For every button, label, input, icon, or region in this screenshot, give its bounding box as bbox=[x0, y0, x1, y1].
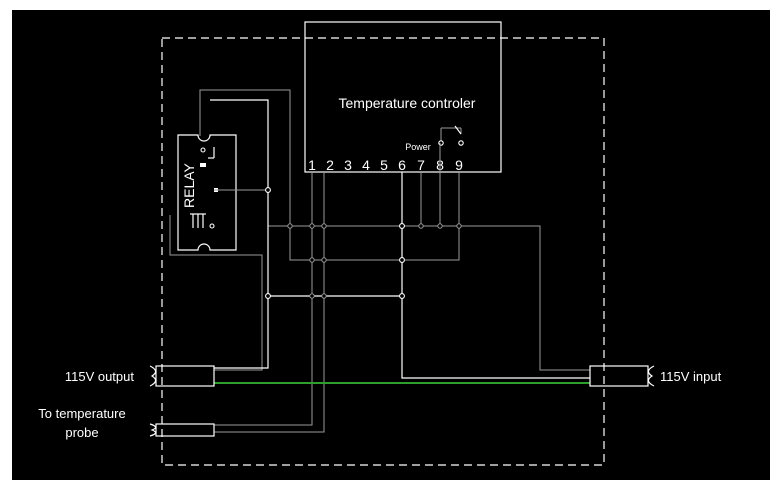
relay-label: RELAY bbox=[181, 162, 197, 208]
junction-node bbox=[418, 223, 424, 229]
input-plug bbox=[589, 365, 649, 387]
power-contact-8 bbox=[438, 140, 444, 146]
junction-node bbox=[309, 293, 315, 299]
output-cable-break bbox=[149, 365, 157, 387]
wire-relay-common bbox=[210, 99, 402, 297]
wire-common-to-output bbox=[214, 296, 269, 369]
power-contact-9 bbox=[458, 140, 464, 146]
terminal-9: 9 bbox=[455, 157, 463, 173]
junctions bbox=[265, 187, 462, 299]
relay: RELAY bbox=[177, 134, 237, 251]
enclosure-dashed-outline bbox=[161, 37, 605, 466]
probe-cable-break bbox=[149, 423, 157, 437]
input-connector: 115V input bbox=[589, 365, 722, 387]
wire-relay-to-output bbox=[169, 215, 263, 371]
junction-node bbox=[321, 257, 327, 263]
junction-node bbox=[399, 257, 405, 263]
terminal-7: 7 bbox=[417, 157, 425, 173]
input-label: 115V input bbox=[660, 369, 722, 384]
terminal-3: 3 bbox=[344, 157, 352, 173]
probe-label-line2: probe bbox=[65, 425, 98, 440]
output-label: 115V output bbox=[65, 369, 135, 384]
diagram-background bbox=[12, 10, 770, 480]
junction-node bbox=[309, 223, 315, 229]
probe-label-line1: To temperature bbox=[38, 406, 125, 421]
wire-terminal-1-probe bbox=[214, 172, 313, 426]
junction-node bbox=[456, 223, 462, 229]
junction-node bbox=[321, 223, 327, 229]
junction-node bbox=[399, 223, 405, 229]
probe-plug bbox=[155, 423, 215, 437]
white-wiring bbox=[210, 99, 590, 379]
input-cable-break bbox=[647, 365, 655, 387]
junction-node bbox=[265, 293, 271, 299]
terminal-4: 4 bbox=[362, 157, 370, 173]
relay-contact-a bbox=[200, 163, 206, 167]
power-label: Power bbox=[405, 142, 431, 152]
terminal-5: 5 bbox=[380, 157, 388, 173]
junction-node bbox=[321, 293, 327, 299]
wire-terminal-6-input bbox=[401, 172, 590, 379]
output-connector: 115V output bbox=[65, 365, 215, 387]
relay-outline bbox=[177, 134, 237, 251]
relay-contact-dot bbox=[200, 147, 206, 153]
controller-box bbox=[304, 21, 502, 173]
terminal-1: 1 bbox=[308, 157, 316, 173]
terminal-6: 6 bbox=[398, 157, 406, 173]
junction-node bbox=[437, 223, 443, 229]
junction-node bbox=[309, 257, 315, 263]
probe-connector: To temperature probe bbox=[38, 406, 215, 440]
power-switch-blade bbox=[454, 125, 462, 135]
junction-node bbox=[287, 223, 293, 229]
junction-node bbox=[265, 187, 271, 193]
wire-relay-to-terminal-9 bbox=[199, 89, 460, 261]
controller-title: Temperature controler bbox=[339, 95, 476, 111]
terminal-2: 2 bbox=[326, 157, 334, 173]
junction-node bbox=[399, 293, 405, 299]
output-plug bbox=[155, 365, 215, 387]
relay-coil-dot bbox=[209, 223, 215, 229]
